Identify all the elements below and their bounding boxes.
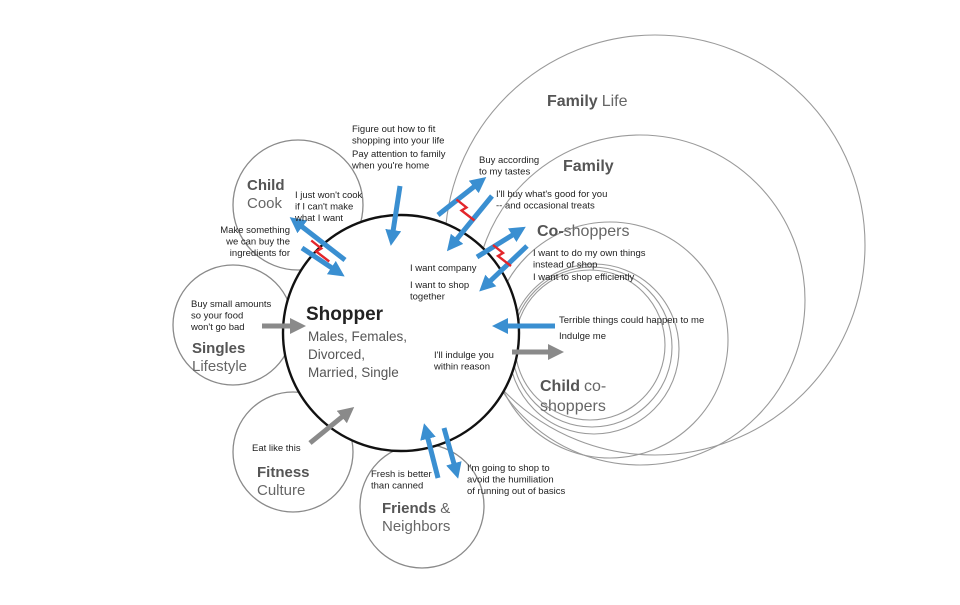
conflict-bolt-icon [310,239,330,263]
conflict-bolt-icon [492,244,512,267]
friends-label: Friends& [382,500,450,517]
arrow-child-cook-out [300,245,345,277]
shopper-title: Shopper [306,304,384,325]
fitness-label: Fitness [257,464,310,481]
family-life-ring [444,34,866,456]
arrow-family-life-in [385,185,403,246]
arrow-family-out [436,177,487,217]
arrows-layer [262,177,565,479]
msg-eat-like: Eat like this [252,443,301,454]
msg-efficiently: I want to shop efficiently [533,272,634,283]
co-shoppers-label: Co-shoppers [537,223,629,240]
arrow-fitness-in [308,406,355,445]
family-label: Family [563,158,614,175]
arrow-child-cook-in [289,217,347,262]
msg-terrible: Terrible things could happen to me [559,315,704,326]
child-cook-label-line2: Cook [247,195,283,212]
singles-label-line2: Lifestyle [192,358,247,375]
child-cook-label: Child [247,177,285,194]
conflict-bolt-icon [455,198,476,222]
shopper-segment-3: Married, Single [308,365,399,380]
child-co-shoppers-label-line2: shoppers [540,398,606,415]
shopper-segment-1: Males, Females, [308,329,407,344]
arrow-friends-in [420,423,441,479]
arrow-coshoppers-out [475,226,526,260]
friends-label-line2: Neighbors [382,518,450,535]
shopper-segment-2: Divorced, [308,347,365,362]
arrow-coshoppers-in [479,244,529,292]
arrow-family-in [446,194,494,252]
fitness-label-line2: Culture [257,482,305,499]
msg-ill-buy: I'll buy what's good for you-- and occas… [496,189,607,212]
arrow-friends-out [441,427,462,479]
msg-indulge-me: Indulge me [559,331,606,342]
singles-label: Singles [192,340,245,357]
msg-company: I want company [410,263,477,274]
